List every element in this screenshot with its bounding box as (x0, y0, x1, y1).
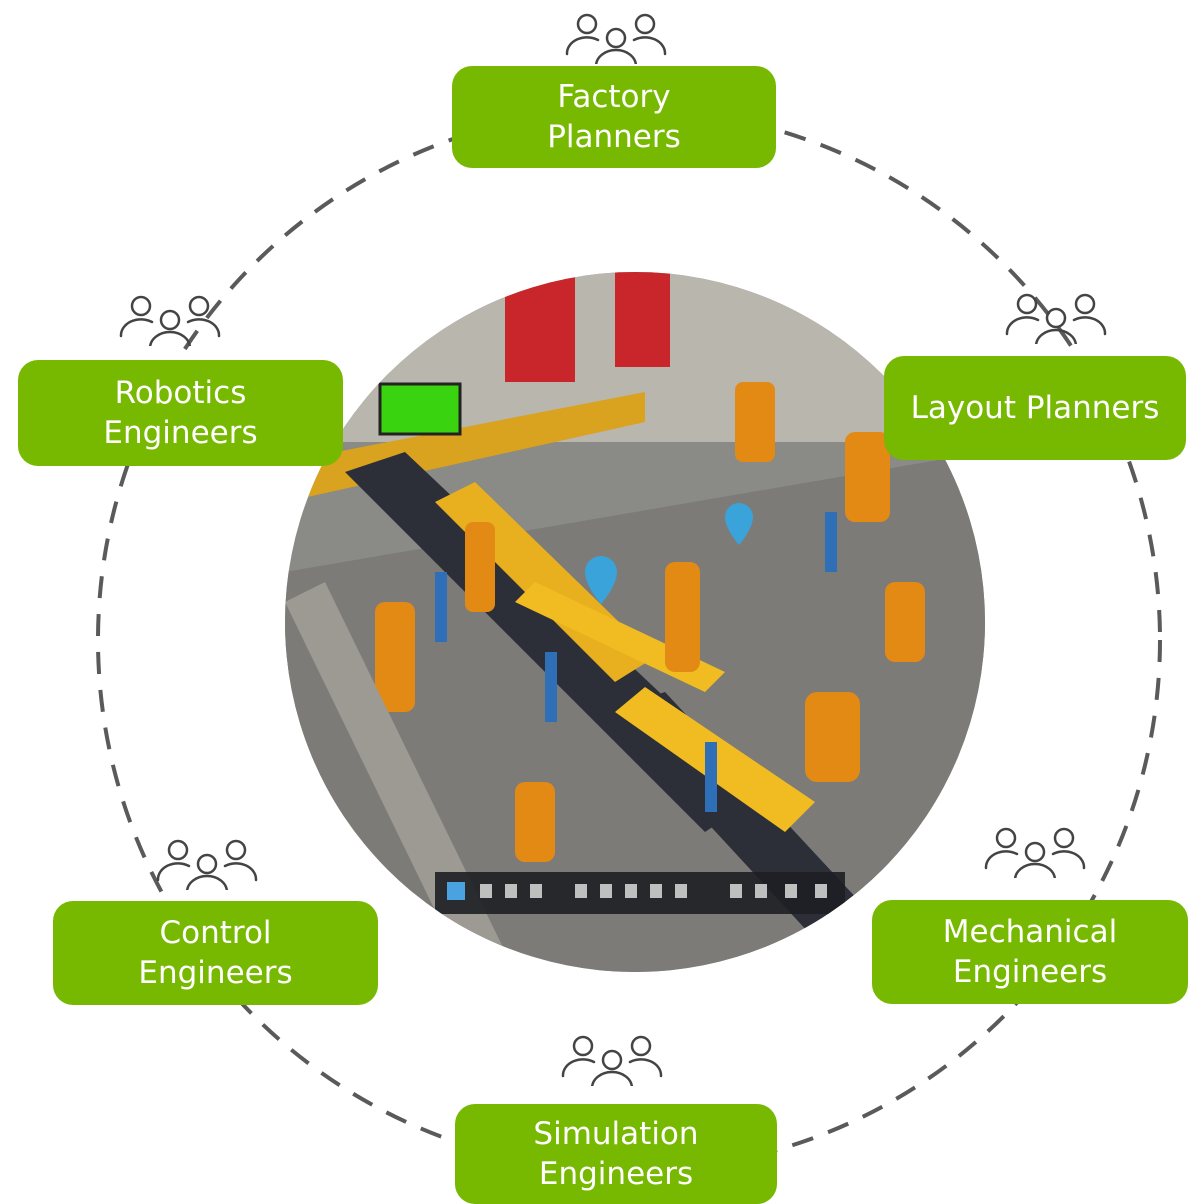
role-label-line: Engineers (103, 415, 258, 451)
role-factory-planners: Factory Planners (452, 66, 776, 168)
people-group-icon (119, 295, 221, 346)
people-group-icon (1005, 293, 1107, 344)
factory-floor-photo (285, 272, 985, 972)
people-group-icon (565, 13, 667, 64)
map-pin-icon (585, 503, 753, 604)
role-label-line: Robotics (114, 375, 247, 411)
role-label-line: Simulation (533, 1116, 699, 1152)
role-layout-planners: Layout Planners (884, 356, 1186, 460)
role-mechanical-engineers: Mechanical Engineers (872, 900, 1188, 1004)
role-label-line: Planners (547, 119, 681, 155)
role-label-line: Engineers (138, 955, 293, 991)
role-label-line: Layout Planners (910, 390, 1160, 426)
green-screen (378, 382, 462, 436)
role-control-engineers: Control Engineers (53, 901, 378, 1005)
people-group-icon (561, 1035, 663, 1086)
role-label-line: Factory (557, 79, 671, 115)
people-group-icon (156, 839, 258, 890)
role-label-line: Engineers (538, 1156, 694, 1192)
role-label-line: Engineers (952, 954, 1108, 990)
role-label-line: Control (159, 915, 272, 951)
viewer-toolbar (435, 872, 845, 914)
role-robotics-engineers: Robotics Engineers (18, 360, 343, 466)
role-simulation-engineers: Simulation Engineers (455, 1104, 777, 1204)
people-group-icon (984, 827, 1086, 878)
role-label-line: Mechanical (942, 914, 1118, 950)
